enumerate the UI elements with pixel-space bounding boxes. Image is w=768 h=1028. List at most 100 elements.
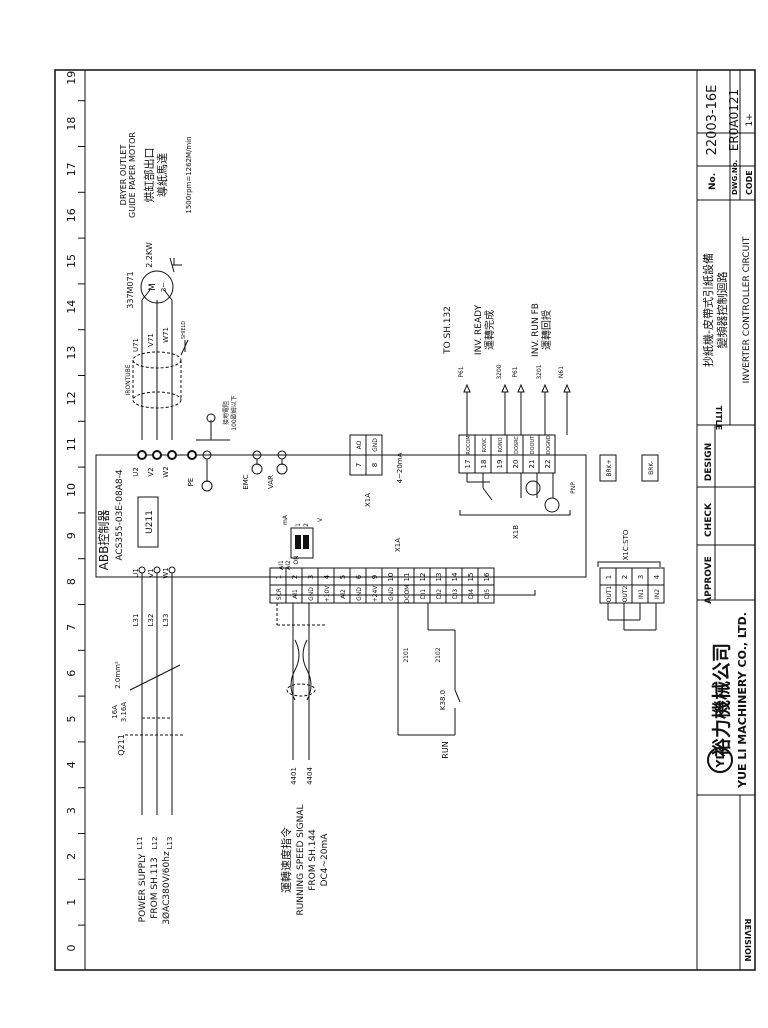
wire-u71: U71 — [132, 338, 140, 352]
x1a-pin-name: GND — [388, 587, 395, 601]
grid-number: 2 — [65, 853, 78, 860]
x1a-bracket — [269, 590, 536, 596]
approve-label: APPROVE — [704, 556, 714, 604]
inverter-model: ACS355-03E-08A8-4 — [115, 469, 125, 560]
revision-label: REVISION — [743, 918, 752, 961]
inverter-input-terminal — [168, 566, 176, 574]
x1b-pin-number: 22 — [544, 460, 552, 469]
motor-tag: 337M071 — [126, 271, 135, 308]
x1b-pin-name: DOOUT — [530, 435, 536, 454]
ready-cn: 運轉完成 — [483, 310, 496, 350]
x1a-pin-number: 14 — [451, 572, 459, 581]
line-l31: L31 — [132, 614, 140, 627]
breaker-rating-1: 16A — [111, 705, 119, 719]
ground-note-1: 接地電阻 — [222, 401, 230, 425]
power-label-2: FROM SH.113 — [150, 857, 160, 919]
grid-number: 19 — [65, 71, 78, 85]
x1a-pin-name: GND — [308, 587, 315, 601]
company-en: YUE LI MACHINERY CO., LTD. — [736, 612, 749, 789]
x1a-ao-label: X1A — [364, 493, 372, 507]
title-text: 裕力機械公司 YUE LI MACHINERY CO., LTD. YL APP… — [701, 85, 755, 962]
x1c-pin-name: IN2 — [654, 589, 661, 599]
dwg-value: ER0A0121 — [727, 89, 741, 151]
grid-number: 9 — [65, 532, 78, 539]
shield-label: SHIELD — [181, 321, 187, 339]
grid-number: 6 — [65, 670, 78, 677]
x1a-label: X1A — [394, 538, 402, 552]
check-label: CHECK — [704, 502, 714, 537]
x1c-pin-name: OUT1 — [606, 586, 613, 603]
motor-power: 2.2KW — [145, 242, 154, 268]
grid-number: 13 — [65, 346, 78, 360]
x1b-wire-label: P61 — [458, 366, 465, 377]
power-label-3: 3ØAC380V/60hz — [161, 851, 172, 925]
run-contact: K38.0 — [439, 690, 447, 710]
x1a-pin-number: 11 — [403, 573, 411, 582]
outer-border — [54, 69, 756, 971]
dip-2: 2 — [303, 523, 310, 527]
x1b-pin-name: DOSRC — [514, 436, 520, 454]
grid-number: 5 — [65, 716, 78, 723]
x1a-pin-number: 4 — [323, 574, 331, 579]
design-label: DESIGN — [704, 443, 714, 481]
emc-label: EMC — [242, 474, 250, 489]
ao-pin-box — [365, 454, 383, 476]
to-sheet: TO SH.132 — [443, 306, 453, 355]
dip-on: ON — [293, 555, 300, 564]
x1a-pin-name-box — [477, 584, 495, 604]
x1a-pin-name: DCOM — [404, 585, 411, 604]
x1b-wire-arrow — [517, 383, 525, 393]
motor-cn-2: 導紙馬達 — [155, 153, 169, 197]
x1b-wire-label: 3201 — [536, 364, 543, 379]
inverter-input-terminal — [153, 566, 161, 574]
inverter-brand: ABB控制器 — [97, 510, 111, 571]
x1b-pin-number: 18 — [480, 460, 488, 469]
x1a-pin-name: SCR — [276, 588, 283, 600]
ground-note-2: 100歐姆以下 — [230, 395, 238, 430]
x1a-pin-name: DI3 — [452, 589, 459, 599]
x1a-pin-number: 3 — [307, 575, 315, 579]
x1b-internal — [466, 473, 560, 513]
code-value: 1+ — [745, 113, 755, 126]
run-wiring — [397, 603, 461, 736]
brk-plus: BRK+ — [606, 459, 613, 476]
wire-2101: 2101 — [403, 647, 410, 662]
wire-2102: 2102 — [435, 647, 442, 662]
x1a-pin-number: 5 — [339, 575, 347, 579]
grid-number: 11 — [65, 437, 78, 451]
speed-signal-cn: 運轉速度指令 — [279, 827, 293, 893]
dwg-label: DWG.No. — [731, 160, 739, 195]
motor-label-2: GUIDE PAPER MOTOR — [128, 132, 137, 218]
wire-w71: W71 — [162, 327, 170, 343]
sto-jumpers — [607, 603, 657, 631]
title-label: TITLE — [714, 406, 723, 430]
logo-glyph: YL — [714, 753, 727, 769]
motor-label-1: DRYER OUTLET — [119, 145, 128, 206]
speed-signal-l2: FROM SH.144 — [308, 829, 318, 891]
inverter-tag: U211 — [145, 510, 155, 534]
x1c-pin-number: 1 — [605, 575, 613, 579]
ao-pin-number: 8 — [371, 463, 379, 467]
motor-speed: 1500rpm=1262M/min — [185, 136, 193, 213]
speed-signal-wiring — [276, 603, 325, 760]
ao-range: 4~20mA — [396, 452, 404, 483]
wire-v71: V71 — [147, 333, 155, 347]
inverter-input-label: W1 — [162, 567, 170, 578]
dip-ai2: AI2 — [285, 560, 292, 570]
wire-4404: 4404 — [306, 767, 314, 785]
dip-ai1: AI1 — [278, 560, 285, 570]
x1b-wire-label: 3200 — [496, 364, 503, 379]
dip-ma: mA — [282, 514, 289, 525]
pnp-label: PNP — [570, 482, 577, 494]
inverter-output-terminal — [167, 450, 177, 460]
x1b-pin-number: 21 — [528, 460, 536, 469]
x1a-pin-name: GND — [356, 587, 363, 601]
x1b-wire-label: P61 — [512, 366, 519, 377]
x1b-wire-arrow — [501, 383, 509, 393]
x1a-pin-name: DI1 — [420, 589, 427, 599]
